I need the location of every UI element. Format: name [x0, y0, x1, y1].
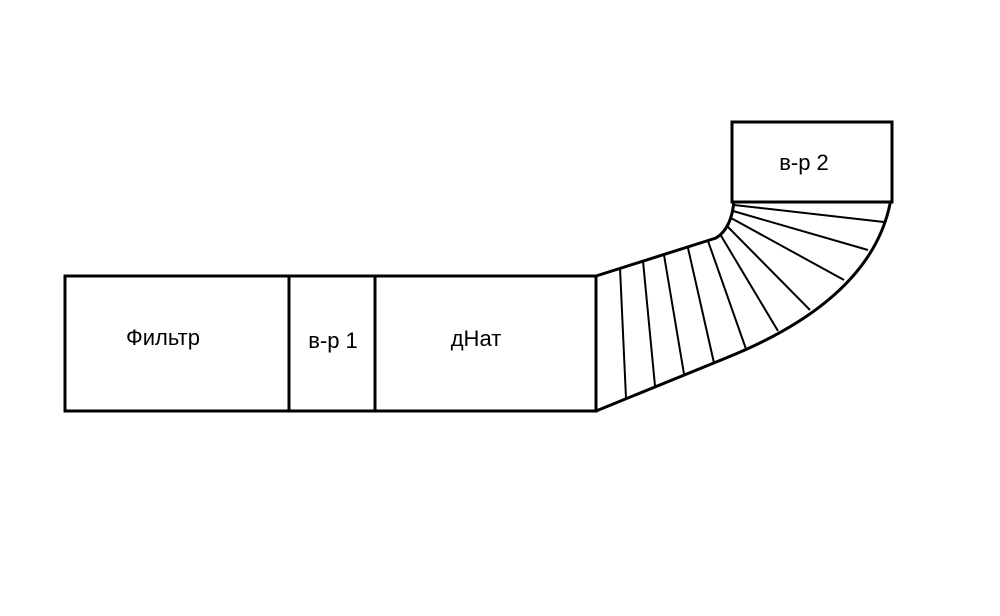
duct-rib	[642, 260, 656, 387]
duct-rib	[726, 225, 811, 311]
fan2-label: в-р 2	[779, 150, 829, 175]
dnat-label: дНат	[451, 326, 502, 351]
fan1-label: в-р 1	[308, 328, 358, 353]
flexible-duct	[594, 198, 892, 413]
dnat-box	[373, 274, 598, 413]
duct-rib	[707, 240, 747, 350]
fan1-box	[287, 274, 377, 413]
duct-rib	[732, 210, 869, 251]
duct-rib	[687, 247, 715, 364]
duct-rib	[719, 233, 779, 332]
duct-inner-edge	[594, 198, 736, 278]
fan2-box	[730, 120, 894, 204]
duct-outer-edge	[594, 202, 892, 413]
duct-rib	[619, 267, 627, 399]
duct-rib	[730, 217, 845, 281]
dnat-block: дНат	[373, 274, 598, 413]
filter-box	[63, 274, 291, 413]
fan1-block: в-р 1	[287, 274, 377, 413]
filter-block: Фильтр	[63, 274, 291, 413]
duct-rib	[733, 204, 885, 223]
fan2-block: в-р 2	[730, 120, 894, 204]
duct-rib	[663, 254, 685, 375]
filter-label: Фильтр	[126, 325, 200, 350]
